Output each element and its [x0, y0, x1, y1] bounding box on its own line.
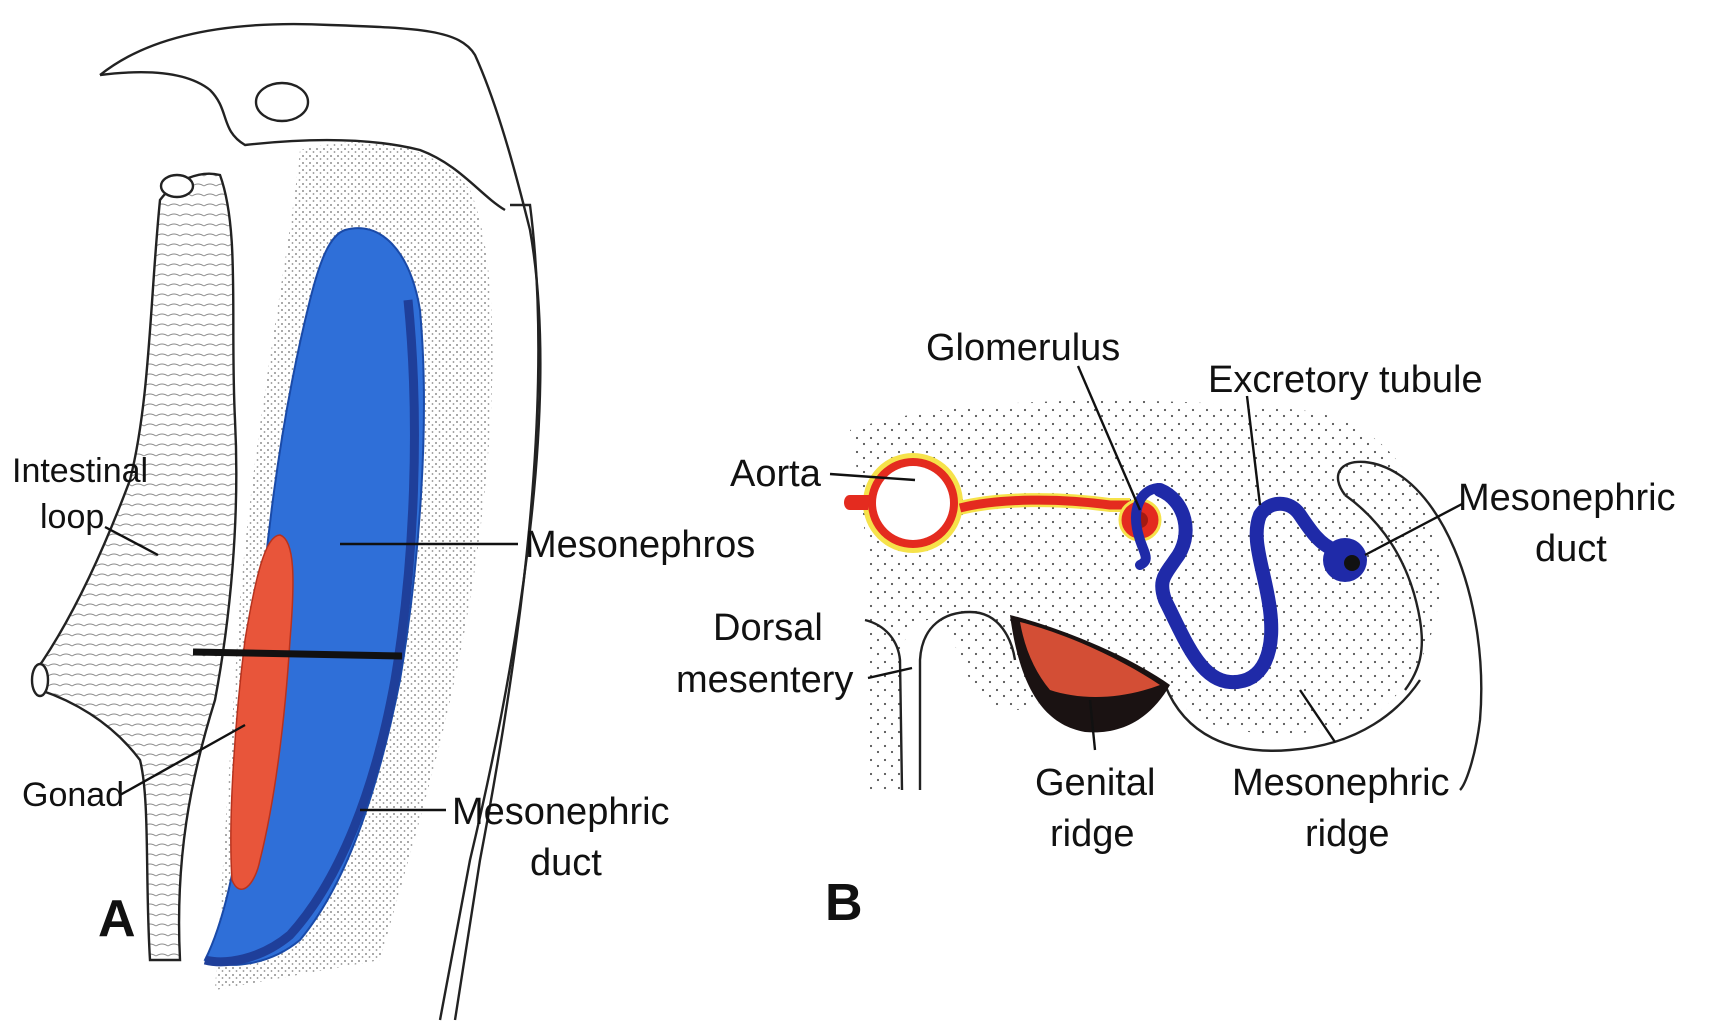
label-glomerulus: Glomerulus — [926, 327, 1120, 369]
aorta-left-stub — [844, 495, 870, 510]
neural-tube — [256, 83, 308, 121]
mesoderm-region — [850, 400, 1441, 790]
panel-b: Glomerulus Excretory tubule Aorta Mesone… — [676, 327, 1676, 932]
label-intestinal-loop-1: Intestinal — [12, 452, 148, 490]
label-mesonephric-ridge-2: ridge — [1305, 813, 1390, 855]
label-mesonephric-duct-a-1: Mesonephric — [452, 791, 670, 833]
label-genital-ridge-1: Genital — [1035, 762, 1155, 804]
label-mesonephric-duct-a-2: duct — [530, 842, 602, 884]
intestine-opening-bottom — [32, 664, 48, 696]
label-mesonephric-duct-b-1: Mesonephric — [1458, 477, 1676, 519]
intestine-opening-top — [161, 175, 193, 197]
panel-letter-a: A — [98, 890, 136, 948]
section-line — [193, 652, 402, 656]
label-aorta: Aorta — [730, 453, 822, 495]
label-dorsal-mesentery-2: mesentery — [676, 659, 853, 701]
label-mesonephric-duct-b-2: duct — [1535, 528, 1607, 570]
panel-a: Intestinal loop Mesonephros Gonad Mesone… — [12, 24, 755, 1020]
label-dorsal-mesentery-1: Dorsal — [713, 607, 823, 649]
label-gonad: Gonad — [22, 776, 124, 814]
label-genital-ridge-2: ridge — [1050, 813, 1135, 855]
label-intestinal-loop-2: loop — [40, 498, 104, 536]
label-mesonephric-ridge-1: Mesonephric — [1232, 762, 1450, 804]
mesonephric-duct-b-lumen — [1344, 555, 1360, 571]
panel-letter-b: B — [825, 874, 863, 932]
intestinal-loop — [34, 174, 236, 960]
label-excretory-tubule: Excretory tubule — [1208, 359, 1483, 401]
label-mesonephros: Mesonephros — [525, 524, 755, 566]
